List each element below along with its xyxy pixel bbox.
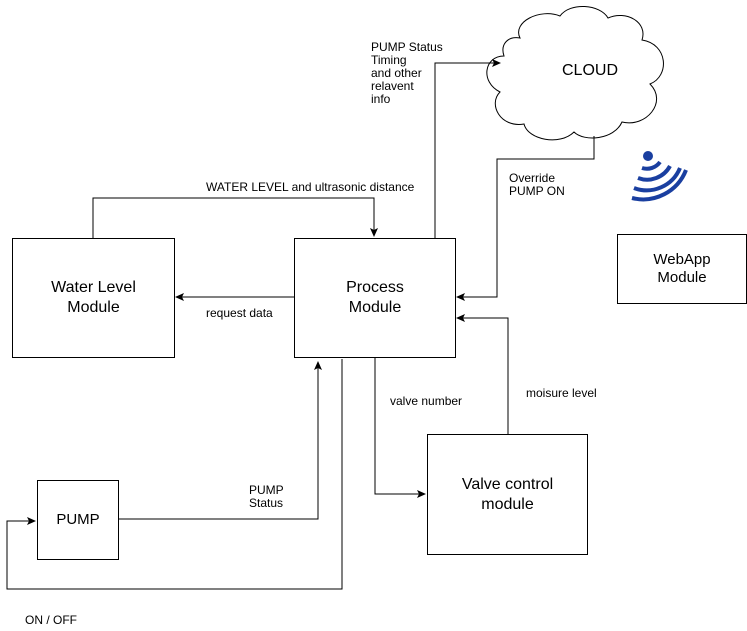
edge-on-off <box>6 359 343 590</box>
edge-label-pump-status: PUMP Status <box>249 483 284 510</box>
wifi-waves <box>634 160 642 166</box>
webapp-module-node[interactable]: WebApp Module <box>617 234 747 304</box>
cloud-shape <box>486 6 664 141</box>
process-module-label: Process Module <box>346 279 404 316</box>
cloud-label: CLOUD <box>562 62 619 79</box>
valve-control-module-node[interactable]: Valve control module <box>427 434 588 555</box>
edge-label-pump-status-timing: PUMP Status Timing and other relavent in… <box>371 40 443 106</box>
wifi-icon <box>631 151 688 202</box>
webapp-module-label: WebApp Module <box>653 251 711 286</box>
edge-pump-status <box>119 361 322 520</box>
edge-label-on-off: ON / OFF <box>25 613 77 627</box>
process-module-node[interactable]: Process Module <box>294 238 456 358</box>
edge-moisure-level <box>456 314 509 434</box>
pump-label: PUMP <box>56 511 100 528</box>
edge-pump-status-timing <box>434 59 501 238</box>
edge-label-water-level-distance: WATER LEVEL and ultrasonic distance <box>206 180 415 194</box>
edge-label-moisure-level: moisure level <box>526 386 597 400</box>
edge-valve-number <box>374 358 426 498</box>
edge-label-override-pump-on: Override PUMP ON <box>509 171 565 198</box>
edge-label-valve-number: valve number <box>390 394 463 408</box>
water-level-module-label: Water Level Module <box>51 279 136 316</box>
edge-override-pump-on <box>456 136 595 301</box>
water-level-module-node[interactable]: Water Level Module <box>12 238 175 358</box>
pump-node[interactable]: PUMP <box>37 480 119 560</box>
edge-label-request-data: request data <box>206 306 273 320</box>
valve-control-module-label: Valve control module <box>461 475 554 513</box>
edge-water-level-distance <box>92 197 378 238</box>
